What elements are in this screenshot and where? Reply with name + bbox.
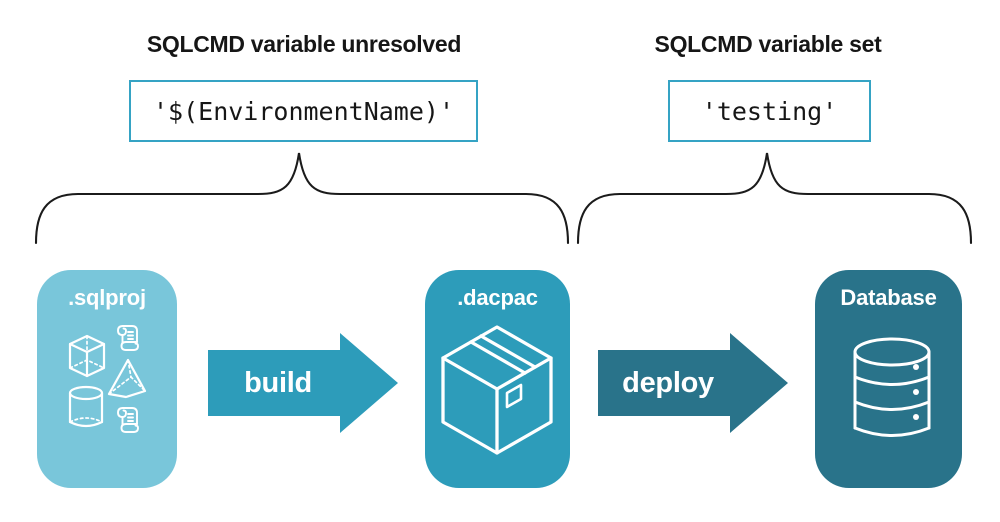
deploy-arrow: deploy — [598, 333, 788, 433]
left-code-text: '$(EnvironmentName)' — [152, 96, 455, 126]
pyramid-icon — [107, 358, 147, 399]
right-brace — [576, 152, 973, 245]
right-code-box: 'testing' — [668, 80, 871, 142]
build-arrow-label: build — [244, 366, 312, 399]
left-brace — [34, 152, 570, 245]
arrow-right-icon — [208, 333, 398, 433]
left-annotation-title: SQLCMD variable unresolved — [146, 31, 462, 57]
cylinder-icon — [68, 385, 104, 428]
arrow-right-icon — [598, 333, 788, 433]
deploy-arrow-label: deploy — [622, 366, 714, 399]
cube-icon — [68, 334, 106, 378]
node-dacpac-label: .dacpac — [457, 285, 538, 310]
database-icon — [853, 337, 931, 437]
node-database-label: Database — [840, 285, 937, 310]
node-dacpac: .dacpac — [425, 270, 570, 488]
package-icon — [441, 325, 553, 455]
right-annotation-title: SQLCMD variable set — [654, 31, 882, 57]
sql-objects-icon — [68, 325, 147, 433]
node-sqlproj-label: .sqlproj — [68, 285, 146, 310]
right-code-text: 'testing' — [701, 96, 838, 126]
node-sqlproj: .sqlproj — [37, 270, 177, 488]
node-database: Database — [815, 270, 962, 488]
left-code-box: '$(EnvironmentName)' — [129, 80, 478, 142]
build-arrow: build — [208, 333, 398, 433]
